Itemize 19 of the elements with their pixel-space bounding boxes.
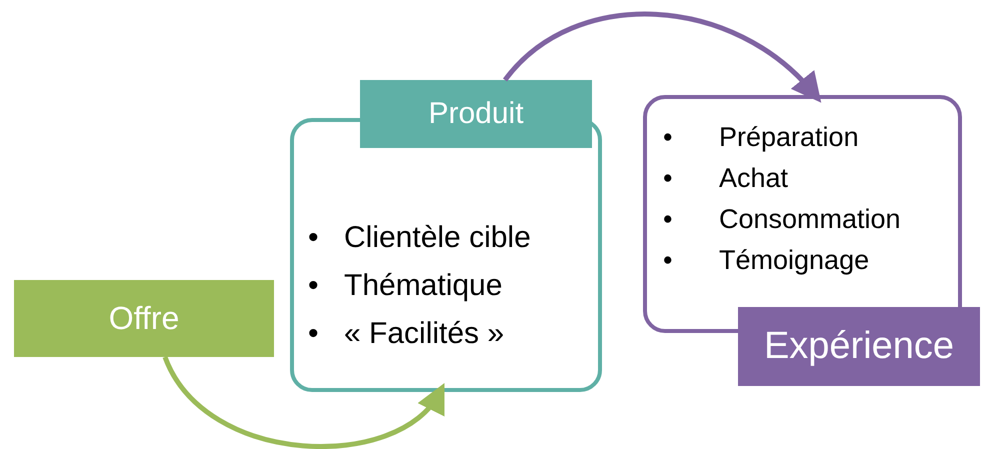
list-item: Préparation bbox=[719, 121, 860, 154]
bullet-mark: • bbox=[663, 162, 674, 195]
bullet-mark: • bbox=[663, 244, 674, 277]
curved-arrow bbox=[503, 12, 822, 102]
product-label-box: Produit bbox=[360, 80, 592, 148]
list-item: Clientèle cible bbox=[344, 220, 531, 256]
list-item: Témoignage bbox=[719, 244, 870, 277]
list-item: Thématique bbox=[344, 268, 504, 304]
bullet-mark: • bbox=[663, 121, 674, 154]
list-item: Achat bbox=[719, 162, 790, 195]
curved-arrow bbox=[162, 356, 446, 449]
bullet-mark: • bbox=[308, 268, 320, 304]
list-item: « Facilités » bbox=[344, 316, 506, 352]
bullet-mark: • bbox=[663, 203, 674, 236]
offer-label-box: Offre bbox=[14, 280, 274, 357]
experience-label-box: Expérience bbox=[738, 307, 980, 386]
list-item: Consommation bbox=[719, 203, 901, 236]
bullet-mark: • bbox=[308, 220, 320, 256]
bullet-mark: • bbox=[308, 316, 320, 352]
